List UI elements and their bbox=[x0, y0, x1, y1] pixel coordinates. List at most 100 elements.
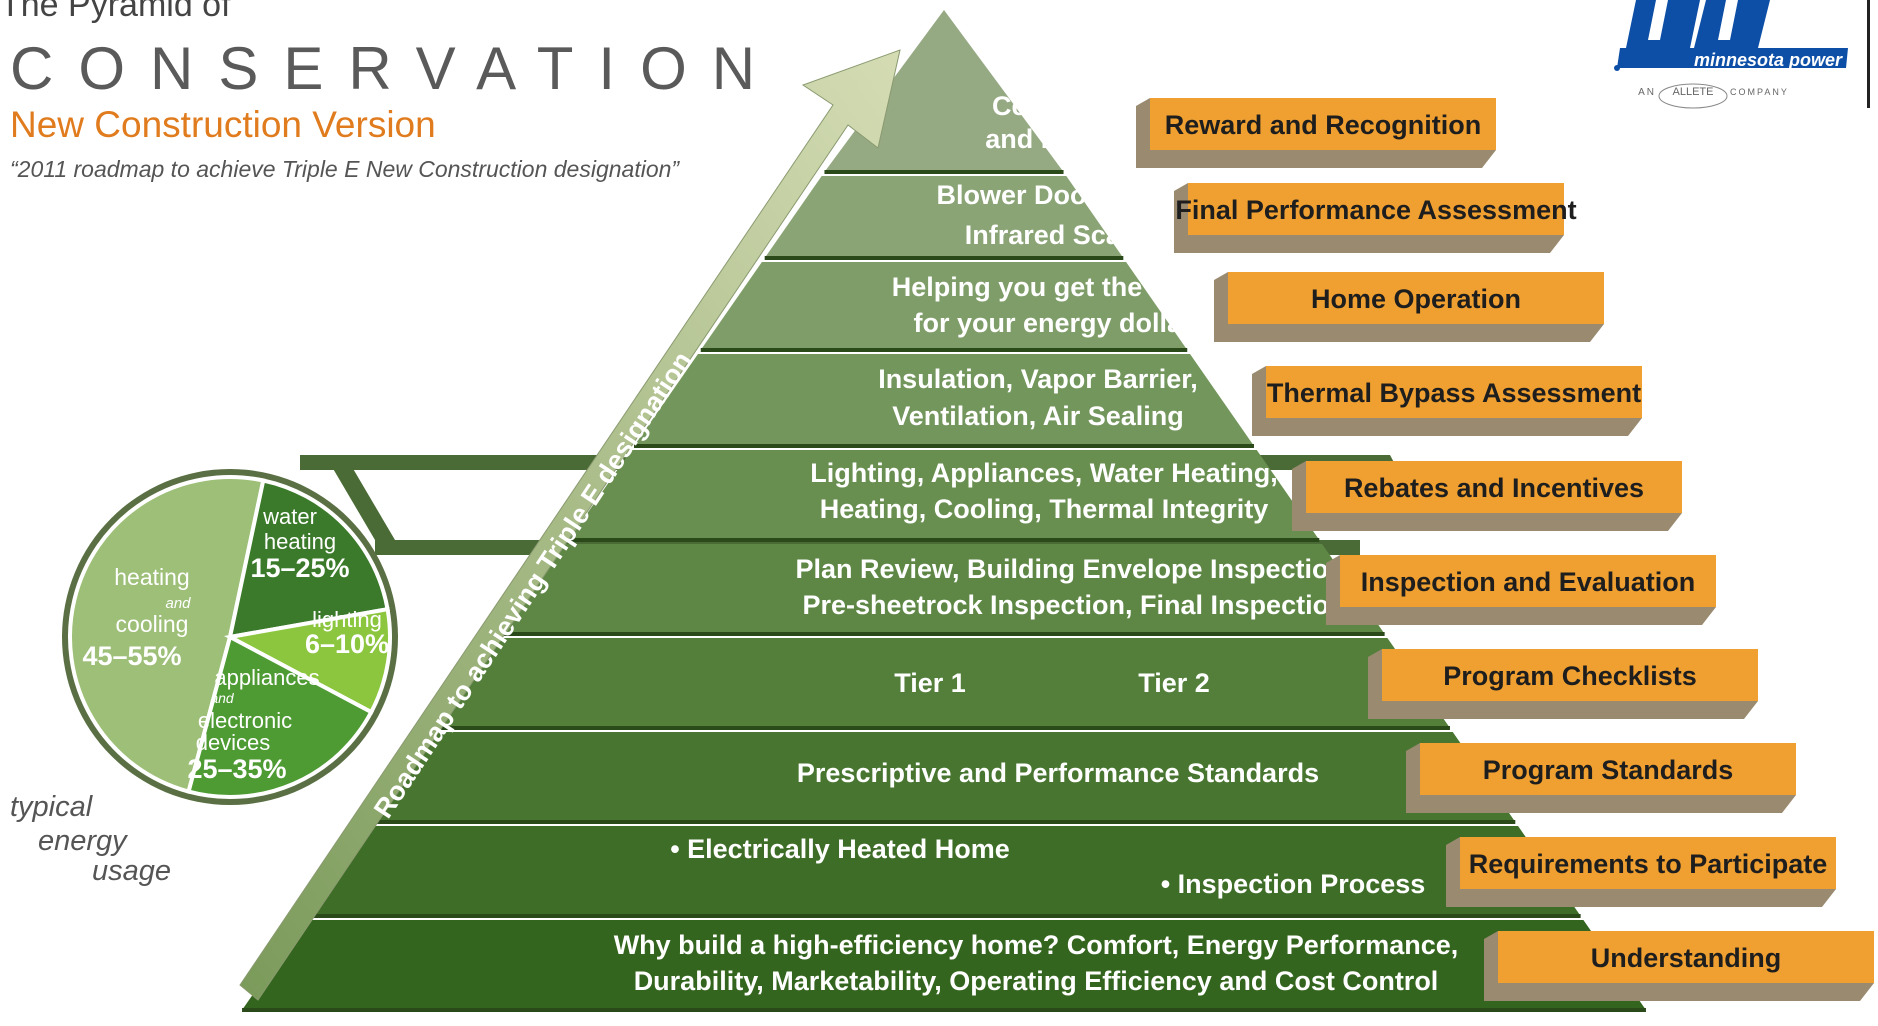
subtitle: New Construction Version bbox=[10, 104, 436, 145]
pie-label-water-heating: heating bbox=[264, 529, 336, 554]
pyramid-tier-10-text: Why build a high-efficiency home? Comfor… bbox=[614, 930, 1459, 960]
pyramid-tier-2-text: Blower Door Test, bbox=[936, 180, 1165, 210]
logo-company-word: COMPANY bbox=[1730, 87, 1789, 97]
pie-slice-water-heating bbox=[227, 478, 390, 640]
label-box-3 bbox=[1228, 272, 1604, 324]
pyramid-tier-4-text: Insulation, Vapor Barrier, bbox=[878, 364, 1198, 394]
pyramid-tier-edge bbox=[764, 256, 1124, 260]
pyramid-tier-5-text: Lighting, Appliances, Water Heating, bbox=[810, 458, 1278, 488]
label-box-8-text: Program Standards bbox=[1483, 755, 1734, 785]
pyramid-tier-edge bbox=[438, 726, 1450, 730]
label-box-2 bbox=[1188, 183, 1564, 235]
usage-caption-2: energy bbox=[38, 825, 128, 857]
pyramid-tier-edge bbox=[700, 348, 1188, 352]
pie-slice-heating-cooling bbox=[67, 475, 266, 795]
label-box-shadow bbox=[1484, 931, 1874, 1001]
pyramid-tier-4-text: Ventilation, Air Sealing bbox=[892, 401, 1184, 431]
pie-label-lighting: lighting bbox=[312, 607, 382, 632]
pyramid-tier-1-text: and Rebate bbox=[985, 124, 1131, 154]
pyramid-tier-1-text: Certificate bbox=[992, 91, 1124, 121]
pyramid-tier-4 bbox=[634, 354, 1254, 446]
pie-label-and-2: and bbox=[210, 690, 235, 706]
label-box-shadow bbox=[1406, 743, 1796, 813]
pyramid-tier-6-text: Pre-sheetrock Inspection, Final Inspecti… bbox=[802, 590, 1345, 620]
pie-label-heating: heating bbox=[114, 564, 189, 590]
pyramid-tier-10-text: Durability, Marketability, Operating Eff… bbox=[634, 966, 1439, 996]
pyramid-tier-9-text: • Electrically Heated Home bbox=[670, 834, 1010, 864]
tagline: “2011 roadmap to achieve Triple E New Co… bbox=[10, 156, 680, 182]
pyramid-tier-9 bbox=[307, 826, 1581, 916]
logo-company-an: AN bbox=[1638, 87, 1656, 98]
usage-caption-1: typical bbox=[10, 791, 94, 823]
label-box-shadow bbox=[1446, 837, 1836, 907]
pie-label-cooling: cooling bbox=[116, 611, 189, 637]
pyramid-tier-7 bbox=[438, 638, 1450, 728]
pyramid-tier-1-text: Triple E bbox=[1009, 58, 1107, 88]
pie-label-appliances: appliances bbox=[214, 665, 319, 690]
label-box-6 bbox=[1340, 555, 1716, 607]
pie-value-appliances: 25–35% bbox=[187, 754, 286, 784]
label-box-8 bbox=[1420, 743, 1796, 795]
pyramid-tier-edge bbox=[824, 170, 1064, 174]
minnesota-power-logo: minnesota power AN ALLETE COMPANY bbox=[1614, 0, 1870, 109]
page-title: CONSERVATION bbox=[10, 35, 781, 102]
pyramid-tier-edge bbox=[372, 820, 1516, 824]
pyramid-tier-9-text: •Builder bbox=[971, 0, 1074, 6]
pyramid-tier-edge bbox=[503, 632, 1385, 636]
pyramid-tier-10 bbox=[242, 920, 1646, 1010]
label-box-4-text: Thermal Bypass Assessment bbox=[1267, 378, 1641, 408]
title-prefix: The Pyramid of bbox=[0, 0, 231, 24]
pyramid-tier-2-text: Infrared Scan bbox=[965, 220, 1138, 250]
pie-label-water: water bbox=[262, 504, 317, 529]
label-box-2-text: Final Performance Assessment bbox=[1175, 195, 1576, 225]
usage-caption-3: usage bbox=[92, 855, 171, 887]
pie-value-heating: 45–55% bbox=[82, 641, 181, 671]
label-box-shadow bbox=[1326, 555, 1716, 625]
logo-company-allete: ALLETE bbox=[1673, 86, 1714, 98]
label-box-1 bbox=[1150, 98, 1496, 150]
pyramid-tier-7-text: Tier 1 bbox=[894, 668, 966, 698]
label-box-10-text: Understanding bbox=[1591, 943, 1782, 973]
label-box-shadow bbox=[1252, 366, 1642, 436]
label-box-4 bbox=[1266, 366, 1642, 418]
pyramid-tier-3-text: Helping you get the most bbox=[892, 272, 1215, 302]
energy-usage-pie: heating and cooling 45–55% water heating… bbox=[62, 469, 398, 805]
pyramid-tier-edge bbox=[634, 444, 1254, 448]
pie-label-devices: devices bbox=[196, 730, 271, 755]
label-box-7-text: Program Checklists bbox=[1443, 661, 1697, 691]
pie-label-electronic: electronic bbox=[198, 708, 292, 733]
pyramid-tier-9-text: • Inspection Process bbox=[1161, 869, 1426, 899]
pyramid-tier-2 bbox=[764, 176, 1124, 258]
label-box-10 bbox=[1498, 931, 1874, 983]
label-box-7 bbox=[1382, 649, 1758, 701]
pyramid-tier-6 bbox=[503, 544, 1385, 634]
label-box-shadow bbox=[1292, 461, 1682, 531]
logo-name: minnesota power bbox=[1694, 50, 1843, 70]
label-box-shadow bbox=[1174, 183, 1564, 253]
pyramid-tier-1 bbox=[824, 10, 1064, 172]
pyramid-tier-5-text: Heating, Cooling, Thermal Integrity bbox=[820, 494, 1269, 524]
label-box-5-text: Rebates and Incentives bbox=[1344, 473, 1644, 503]
pyramid-tier-7-text: Tier 2 bbox=[1138, 668, 1210, 698]
pyramid-tier-edge bbox=[568, 538, 1320, 542]
pie-label-and: and bbox=[165, 595, 191, 612]
label-box-1-text: Reward and Recognition bbox=[1165, 110, 1482, 140]
label-box-9 bbox=[1460, 837, 1836, 889]
label-box-5 bbox=[1306, 461, 1682, 513]
label-box-shadow bbox=[1214, 272, 1604, 342]
label-box-6-text: Inspection and Evaluation bbox=[1361, 567, 1696, 597]
label-box-9-text: Requirements to Participate bbox=[1469, 849, 1828, 879]
pyramid-tier-5 bbox=[568, 450, 1320, 540]
pie-slice-appliances bbox=[186, 634, 374, 799]
label-box-shadow bbox=[1136, 98, 1496, 168]
pyramid-tier-3-text: for your energy dollar bbox=[913, 308, 1193, 338]
pyramid-tier-8-text: Prescriptive and Performance Standards bbox=[797, 758, 1319, 788]
pyramid-tier-6-text: Plan Review, Building Envelope Inspectio… bbox=[795, 554, 1352, 584]
pyramid-tier-8 bbox=[372, 732, 1516, 822]
pie-value-lighting: 6–10% bbox=[305, 629, 389, 659]
pyramid-tier-3 bbox=[700, 262, 1188, 350]
pie-value-water: 15–25% bbox=[250, 553, 349, 583]
pyramid-tier-edge bbox=[242, 1008, 1646, 1012]
pie-slice-lighting bbox=[223, 606, 392, 715]
